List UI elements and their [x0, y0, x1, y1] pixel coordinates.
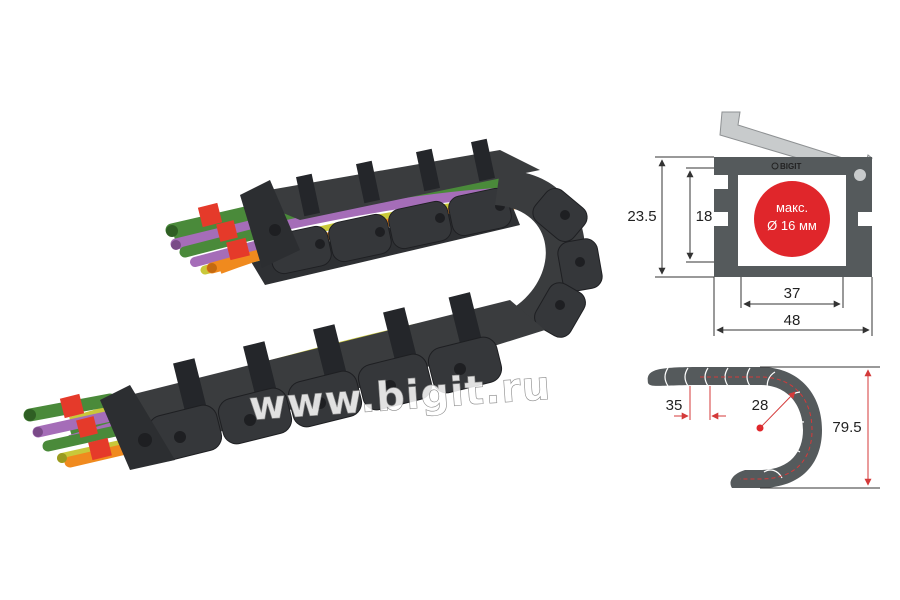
- dim-pitch: 35: [666, 386, 726, 420]
- cross-section-diagram: BIGIT макс. Ø 16 мм 23.5 18 37: [627, 111, 873, 336]
- badge-line-2: Ø 16 мм: [767, 218, 817, 233]
- dim-inner-height: 18: [686, 167, 714, 263]
- side-profile-diagram: 28 35 79.5: [647, 366, 880, 489]
- dim-outer-width: 48: [713, 277, 873, 336]
- brand-label: BIGIT: [780, 162, 801, 171]
- lower-cable-ends: [23, 393, 136, 468]
- dim-outer-height: 23.5: [627, 156, 714, 278]
- badge-line-1: макс.: [776, 200, 808, 215]
- bend-radius-label: 28: [752, 397, 769, 414]
- max-diameter-badge: [754, 181, 830, 257]
- dim-inner-width-label: 37: [784, 285, 801, 302]
- dim-total-height: 79.5: [760, 366, 880, 489]
- pitch-label: 35: [666, 397, 683, 414]
- dim-outer-width-label: 48: [784, 312, 801, 329]
- cable-chain-illustration: [23, 138, 603, 470]
- profile-shape: [647, 367, 822, 488]
- total-height-label: 79.5: [832, 419, 861, 436]
- dim-inner-width: 37: [740, 277, 844, 308]
- dim-inner-height-label: 18: [696, 208, 713, 225]
- neutral-axis: [700, 376, 813, 480]
- dim-outer-height-label: 23.5: [627, 208, 656, 225]
